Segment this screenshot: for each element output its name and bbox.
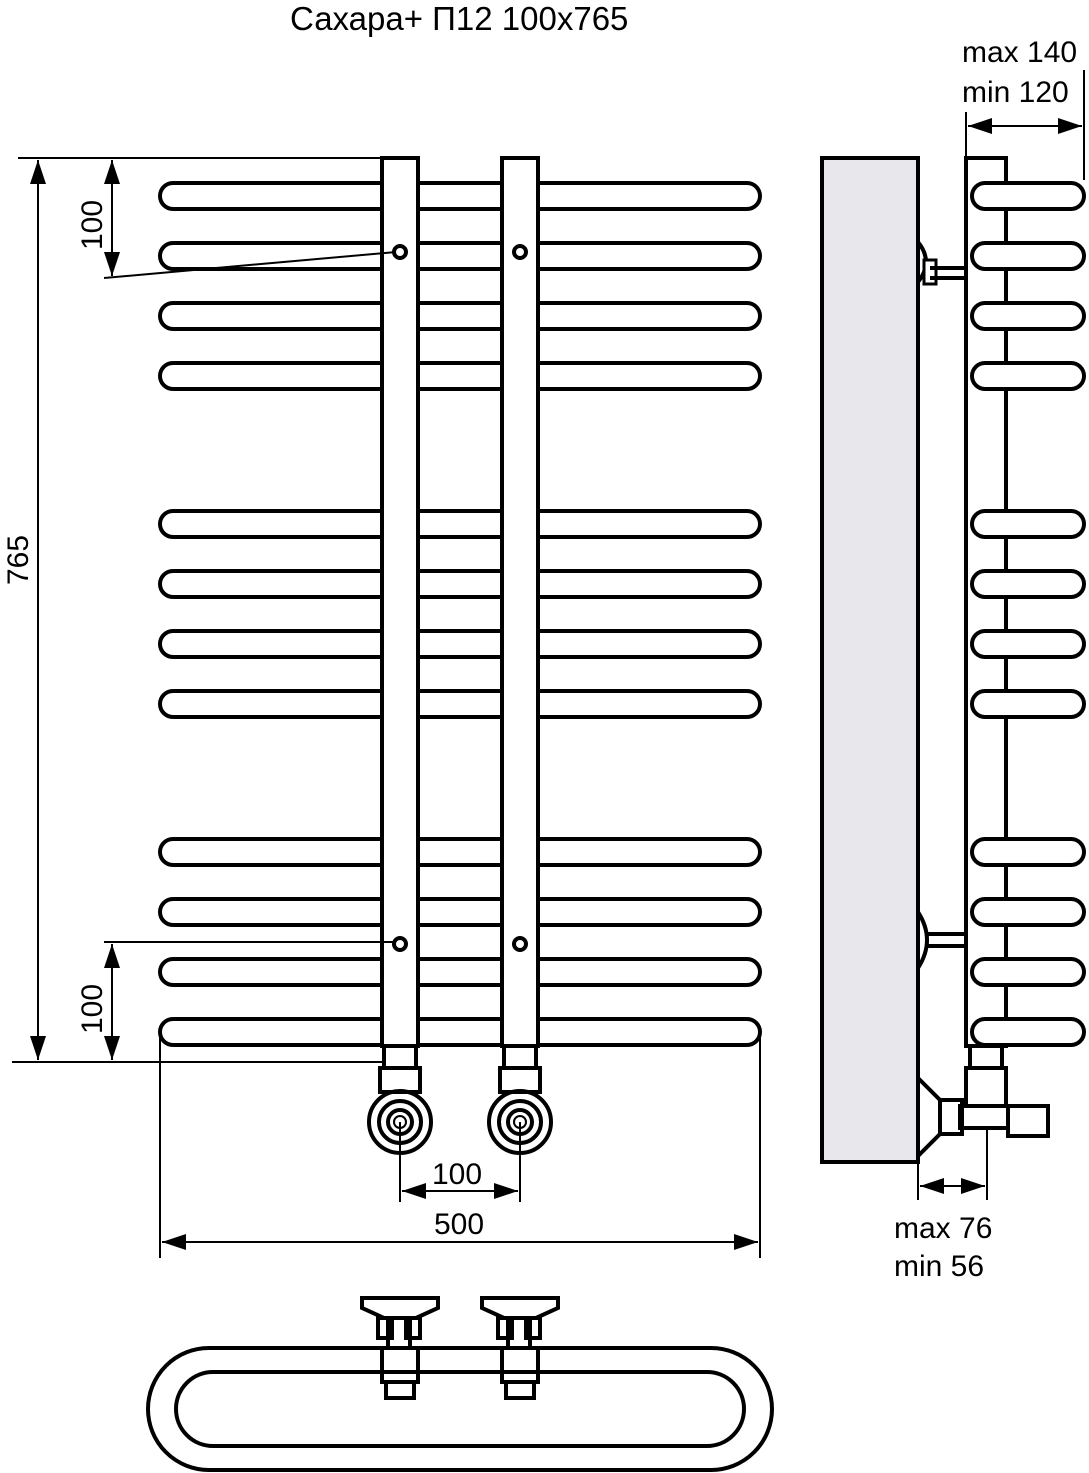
top-bracket bbox=[916, 236, 968, 288]
bottom-bracket bbox=[916, 905, 966, 975]
side-bars bbox=[970, 181, 1086, 1047]
dimension-connection-offset: max 76 min 56 bbox=[894, 1128, 992, 1283]
dimension-width-label: 500 bbox=[434, 1208, 484, 1241]
dimension-top-offset: 100 bbox=[76, 160, 397, 279]
side-towel-bar bbox=[970, 957, 1086, 987]
dimension-wall-offset: max 140 min 120 bbox=[962, 36, 1085, 180]
front-view: 765 100 100 100 500 bbox=[2, 156, 762, 1258]
dimension-height-label: 765 bbox=[2, 535, 35, 585]
towel-bar bbox=[158, 301, 762, 331]
towel-bar bbox=[158, 241, 762, 271]
dimension-connection-offset-max: max 76 bbox=[894, 1212, 992, 1245]
dimension-bottom-offset: 100 bbox=[76, 941, 396, 1060]
drawing-title: Сахара+ П12 100x765 bbox=[290, 0, 628, 37]
dimension-wall-offset-max: max 140 bbox=[962, 36, 1077, 69]
side-towel-bar bbox=[970, 689, 1086, 719]
towel-bar bbox=[158, 837, 762, 867]
towel-bar bbox=[158, 509, 762, 539]
dimension-top-offset-label: 100 bbox=[76, 200, 109, 250]
mount-hole bbox=[512, 936, 528, 952]
top-view-inner bbox=[174, 1370, 746, 1448]
top-view bbox=[146, 1296, 774, 1472]
towel-bar bbox=[158, 1017, 762, 1047]
dimension-bottom-offset-label: 100 bbox=[76, 984, 109, 1034]
front-bars bbox=[158, 181, 762, 1047]
right-collector bbox=[500, 156, 540, 1048]
top-left-fitting bbox=[360, 1296, 440, 1400]
side-towel-bar bbox=[970, 569, 1086, 599]
towel-bar bbox=[158, 629, 762, 659]
top-right-fitting bbox=[480, 1296, 560, 1400]
side-view: max 140 min 120 max 76 min 56 bbox=[820, 36, 1086, 1283]
side-towel-bar bbox=[970, 897, 1086, 927]
side-towel-bar bbox=[970, 509, 1086, 539]
wall bbox=[820, 156, 920, 1164]
dimension-width: 500 bbox=[159, 1036, 761, 1258]
dimension-axis-distance-label: 100 bbox=[432, 1158, 482, 1191]
side-towel-bar bbox=[970, 301, 1086, 331]
dimension-axis-distance: 100 bbox=[399, 1122, 521, 1202]
towel-bar bbox=[158, 897, 762, 927]
towel-bar bbox=[158, 361, 762, 391]
dimension-wall-offset-min: min 120 bbox=[962, 76, 1069, 109]
side-towel-bar bbox=[970, 1017, 1086, 1047]
side-towel-bar bbox=[970, 241, 1086, 271]
side-towel-bar bbox=[970, 629, 1086, 659]
towel-bar bbox=[158, 569, 762, 599]
mount-hole bbox=[512, 244, 528, 260]
side-towel-bar bbox=[970, 181, 1086, 211]
mount-hole bbox=[392, 936, 408, 952]
towel-bar bbox=[158, 957, 762, 987]
side-valve bbox=[916, 1044, 1050, 1161]
side-towel-bar bbox=[970, 361, 1086, 391]
left-collector bbox=[380, 156, 420, 1048]
towel-bar bbox=[158, 181, 762, 211]
side-towel-bar bbox=[970, 837, 1086, 867]
dimension-height: 765 bbox=[2, 157, 382, 1063]
towel-bar bbox=[158, 689, 762, 719]
dimension-connection-offset-min: min 56 bbox=[894, 1250, 984, 1283]
